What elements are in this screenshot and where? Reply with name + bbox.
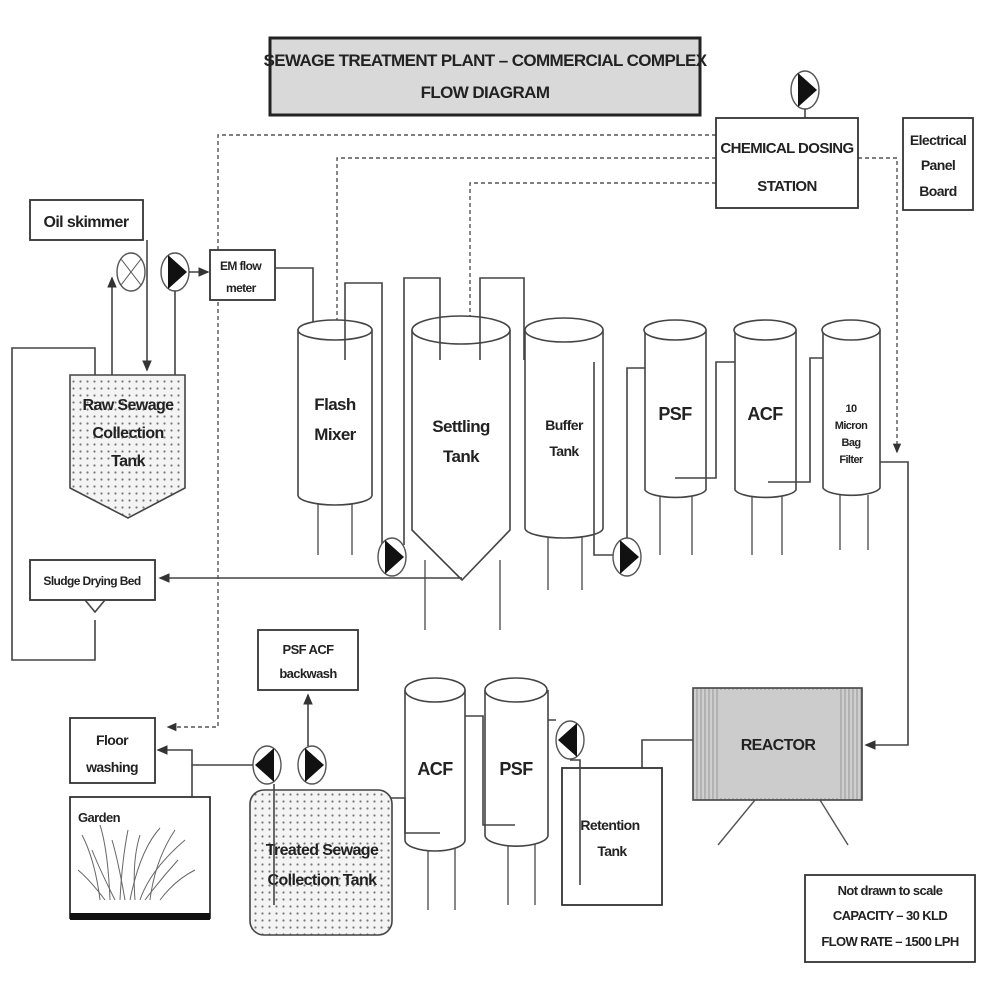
label: CAPACITY – 30 KLD — [833, 908, 948, 923]
chemical-dosing-lines — [166, 134, 902, 732]
label: Oil skimmer — [43, 214, 128, 231]
label: meter — [226, 281, 257, 295]
label: Electrical — [910, 132, 966, 148]
grass-icon — [77, 824, 196, 901]
garden: Garden — [69, 796, 211, 920]
oil-skimmer: Oil skimmer — [29, 199, 144, 241]
label: Settling — [432, 417, 490, 436]
micron-bag-filter: 10 Micron Bag Filter — [821, 319, 881, 550]
title-line-2: FLOW DIAGRAM — [421, 83, 550, 102]
label: FLOW RATE – 1500 LPH — [821, 934, 958, 949]
label: Tank — [597, 843, 627, 859]
acf-filter-top: ACF — [733, 319, 797, 555]
chemical-dosing-station: CHEMICAL DOSING STATION — [715, 117, 859, 209]
label: Mixer — [314, 425, 356, 444]
psf-acf-backwash: PSF ACF backwash — [257, 629, 359, 691]
label: PSF ACF — [283, 642, 335, 657]
buffer-pump-icon — [612, 537, 642, 577]
label: Panel — [921, 157, 955, 173]
psf-filter-bottom: PSF — [484, 677, 549, 905]
flash-mixer-pump-icon — [377, 537, 407, 577]
buffer-tank: Buffer Tank — [524, 317, 604, 590]
label: PSF — [658, 404, 692, 424]
floor-washing: Floor washing — [69, 717, 156, 784]
treated-sewage-collection-tank: Treated Sewage Collection Tank — [249, 789, 393, 936]
retention-pump-icon — [555, 720, 585, 760]
flash-mixer: Flash Mixer — [297, 319, 373, 555]
label: PSF — [499, 759, 533, 779]
dosing-pump-icon — [790, 70, 820, 110]
label: Sludge Drying Bed — [43, 574, 140, 588]
label: Buffer — [545, 417, 584, 433]
label: Collection — [92, 425, 163, 442]
label: washing — [85, 759, 138, 775]
label: STATION — [757, 178, 816, 195]
em-flow-meter: EM flow meter — [209, 249, 276, 301]
label: Treated Sewage — [266, 842, 379, 859]
title-line-1: SEWAGE TREATMENT PLANT – COMMERCIAL COMP… — [264, 51, 708, 70]
title-box: SEWAGE TREATMENT PLANT – COMMERCIAL COMP… — [264, 36, 708, 117]
reuse-pump-icon — [252, 745, 282, 785]
label: Filter — [839, 454, 864, 466]
label: EM flow — [220, 259, 262, 273]
raw-sewage-pump-icon — [160, 252, 190, 292]
sludge-drying-bed: Sludge Drying Bed — [29, 559, 156, 614]
reactor: REACTOR — [692, 687, 863, 846]
label: Board — [919, 183, 956, 199]
electrical-panel-board: Electrical Panel Board — [902, 117, 974, 211]
label: Collection Tank — [268, 872, 378, 889]
settling-tank: Settling Tank — [411, 315, 511, 630]
label: Tank — [443, 447, 480, 466]
label: 10 — [845, 403, 857, 415]
label: CHEMICAL DOSING — [720, 140, 853, 157]
label: Tank — [549, 443, 579, 459]
capacity-note: Not drawn to scale CAPACITY – 30 KLD FLO… — [804, 874, 976, 963]
label: Raw Sewage — [83, 397, 175, 414]
label: ACF — [417, 759, 453, 779]
label: Retention — [580, 817, 639, 833]
label: Tank — [111, 453, 145, 470]
backwash-pump-icon — [297, 745, 327, 785]
label: REACTOR — [741, 737, 817, 754]
psf-filter-top: PSF — [643, 319, 707, 555]
label: Micron — [835, 420, 868, 432]
label: Floor — [96, 732, 129, 748]
label: Garden — [78, 810, 121, 825]
label: Bag — [842, 437, 861, 449]
raw-sewage-collection-tank: Raw Sewage Collection Tank — [69, 374, 186, 519]
label: Flash — [314, 395, 356, 414]
retention-tank: Retention Tank — [561, 767, 663, 906]
acf-filter-bottom: ACF — [404, 677, 466, 910]
label: ACF — [747, 404, 783, 424]
valve-icon — [116, 252, 146, 292]
label: Not drawn to scale — [838, 883, 943, 898]
label: backwash — [279, 666, 337, 681]
